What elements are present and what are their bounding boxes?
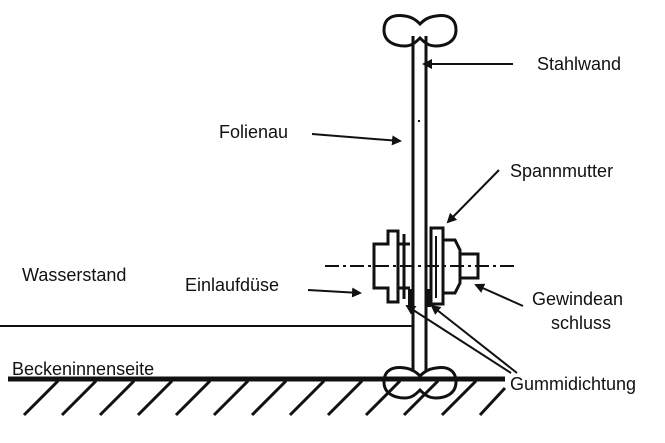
label-gummidichtung: Gummidichtung: [510, 374, 637, 394]
top-wall-profile: [382, 14, 458, 48]
steel-wall: [411, 36, 428, 372]
label-arrows: [307, 59, 524, 374]
bottom-wall-profile: [382, 366, 458, 400]
arrow-gummidichtung-2: [430, 304, 518, 374]
inlet-nozzle: [372, 229, 410, 304]
label-wasserstand: Wasserstand: [22, 265, 127, 285]
label-spannmutter: Spannmutter: [510, 161, 614, 181]
label-gewindeanschluss-line1: Gewindean: [532, 289, 624, 309]
label-folienau: Folienau: [219, 122, 289, 142]
arrow-gummidichtung-1: [405, 304, 512, 374]
arrow-gewindeanschluss: [474, 283, 524, 307]
arrow-folienau: [311, 133, 402, 146]
label-gewindeanschluss-line2: schluss: [551, 313, 612, 333]
arrow-spannmutter: [446, 169, 500, 224]
label-einlaufduese: Einlaufdüse: [185, 275, 280, 295]
label-beckeninnenseite: Beckeninnenseite: [12, 359, 155, 379]
rubber-seals: [408, 289, 431, 307]
clamp-nut: [429, 226, 480, 306]
label-stahlwand: Stahlwand: [537, 54, 622, 74]
arrow-einlaufduese: [307, 287, 362, 298]
ground-hatching: [8, 376, 507, 417]
